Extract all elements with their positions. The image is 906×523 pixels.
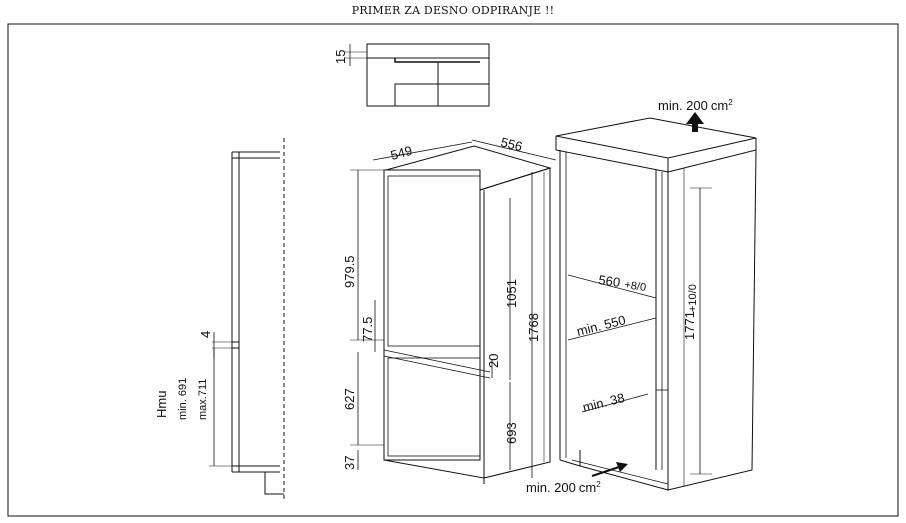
fridge-depth-label: 549 bbox=[389, 143, 414, 163]
door-gap-label: 20 bbox=[486, 354, 501, 368]
back-gap-label: min. 38 bbox=[581, 390, 626, 415]
niche-width-tolerance: +8/0 bbox=[624, 279, 647, 294]
hmu-label: Hmu bbox=[154, 391, 169, 418]
vent-up-arrow-icon bbox=[686, 112, 704, 132]
niche-drawing bbox=[555, 112, 757, 491]
hmu-max-label: max.711 bbox=[197, 379, 209, 420]
total-height-label: 1768 bbox=[526, 313, 541, 342]
hmu-min-label: min. 691 bbox=[177, 378, 189, 420]
top-gap-label: 15 bbox=[333, 50, 348, 64]
fridge-drawing bbox=[350, 139, 557, 484]
upper-section-label: 1051 bbox=[504, 279, 519, 308]
drawing-frame bbox=[7, 23, 899, 517]
niche-depth-label: min. 550 bbox=[575, 312, 627, 339]
niche-width-label: 560 bbox=[598, 272, 622, 290]
lower-section-label: 693 bbox=[504, 422, 519, 444]
niche-height-tolerance: +10/0 bbox=[687, 284, 699, 312]
fridge-width-label: 556 bbox=[499, 134, 524, 154]
base-height-label: 37 bbox=[342, 456, 357, 470]
niche-height-label: 1771 bbox=[682, 311, 697, 340]
side-view bbox=[209, 138, 285, 500]
upper-door-height-label: 979.5 bbox=[342, 255, 357, 288]
side-gap-label: 4 bbox=[198, 331, 213, 338]
gap-77-label: 77.5 bbox=[360, 317, 375, 342]
top-gap-detail bbox=[344, 43, 490, 107]
lower-door-height-label: 627 bbox=[342, 388, 357, 410]
vent-right-arrow-icon bbox=[616, 462, 628, 472]
page-title: PRIMER ZA DESNO ODPIRANJE !! bbox=[351, 4, 555, 17]
